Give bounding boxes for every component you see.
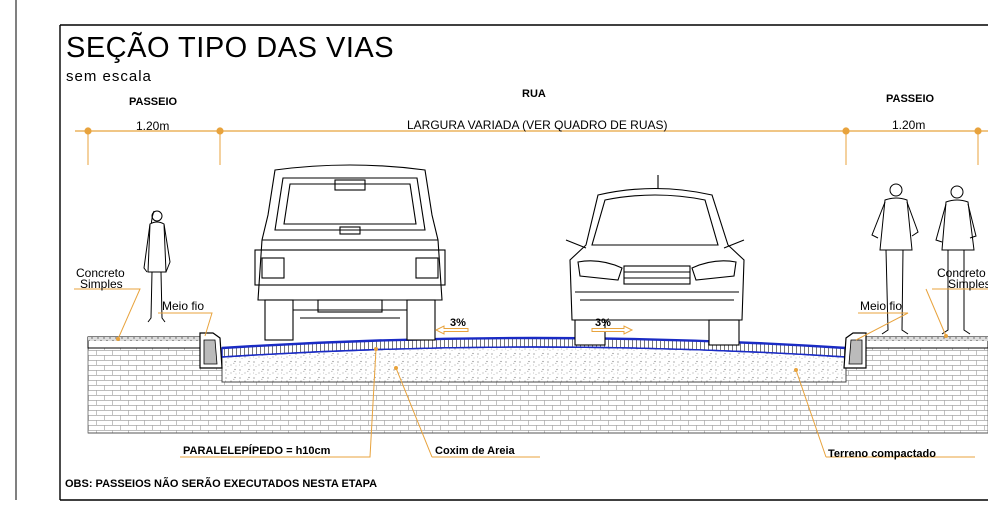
woman-figure-icon (143, 210, 171, 323)
man-figure-left-icon (871, 183, 919, 335)
width-left-label: 1.20m (136, 119, 170, 133)
rua-label: RUA (522, 88, 546, 100)
meio-fio-right-label: Meio fio (860, 299, 903, 313)
page-title: SEÇÃO TIPO DAS VIAS (66, 32, 395, 64)
dimension-line (75, 127, 988, 165)
page-subtitle: sem escala (66, 68, 152, 85)
slope-right-label: 3% (595, 317, 611, 329)
concreto-left-label-2: Simples (80, 277, 123, 291)
concreto-left-label-1: Concreto (76, 266, 125, 280)
slope-left-label: 3% (450, 317, 466, 329)
terreno-compactado-label: Terreno compactado (828, 448, 936, 460)
meio-fio-left (199, 332, 223, 369)
pickup-truck-rear-icon (254, 164, 446, 341)
concreto-right-label-1: Concreto (937, 266, 986, 280)
slope-arrows (434, 325, 634, 335)
coxim-areia-label: Coxim de Areia (435, 445, 515, 457)
man-figure-right-icon (935, 185, 977, 335)
car-front-icon (565, 175, 745, 346)
meio-fio-right (843, 332, 867, 369)
width-right-label: 1.20m (892, 118, 926, 132)
passeio-right-label: PASSEIO (886, 93, 935, 105)
width-road-label: LARGURA VARIADA (VER QUADRO DE RUAS) (407, 118, 668, 132)
passeio-left-label: PASSEIO (129, 96, 178, 108)
meio-fio-left-label: Meio fio (162, 299, 205, 313)
concreto-right-label-2: Simples (948, 277, 988, 291)
paralelepipedo-label: PARALELEPÍPEDO = h10cm (183, 445, 331, 457)
sheet-frame (59, 24, 988, 501)
leader-lines (74, 288, 988, 458)
observation-note: OBS: PASSEIOS NÃO SERÃO EXECUTADOS NESTA… (65, 478, 378, 490)
leader-dots (116, 334, 948, 372)
